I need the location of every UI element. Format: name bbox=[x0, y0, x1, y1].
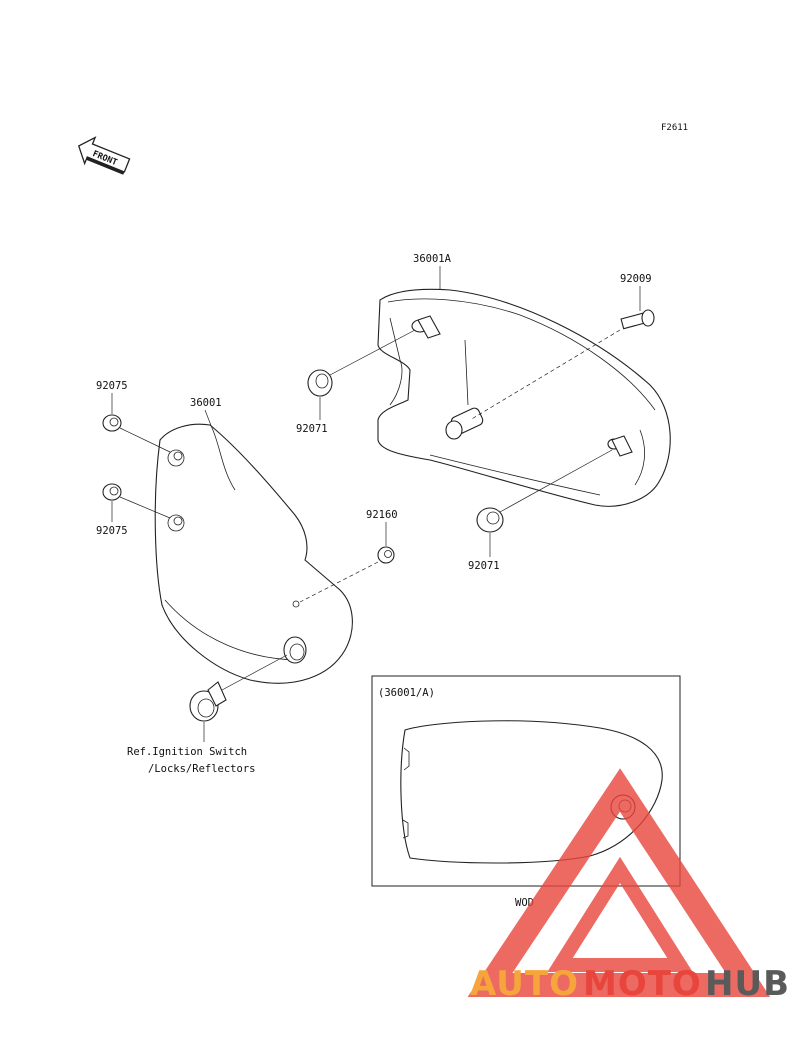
figure-code: F2611 bbox=[661, 123, 688, 133]
label-36001a: 36001A bbox=[413, 253, 452, 265]
front-arrow-icon: FRONT bbox=[77, 136, 131, 175]
grommet-92075-upper bbox=[102, 414, 122, 432]
grommet-92075-lower bbox=[102, 483, 122, 501]
inset-box bbox=[371, 675, 681, 887]
side-cover-right bbox=[377, 288, 671, 507]
label-36001: 36001 bbox=[190, 397, 222, 409]
reference-note-line2: /Locks/Reflectors bbox=[148, 763, 255, 775]
cover-left-hole-upper bbox=[167, 449, 185, 467]
cover-left-lock-hole bbox=[283, 636, 307, 664]
watermark-part2: MOTO bbox=[583, 964, 702, 1004]
damper-92160 bbox=[377, 546, 395, 564]
label-92071-bottom: 92071 bbox=[468, 560, 500, 572]
watermark-text: AUTO MOTO HUB bbox=[470, 964, 790, 1004]
inset-title: (36001/A) bbox=[378, 687, 435, 699]
label-92160: 92160 bbox=[366, 509, 398, 521]
label-92009: 92009 bbox=[620, 273, 652, 285]
label-92071-top: 92071 bbox=[296, 423, 328, 435]
grommet-92071-bottom bbox=[476, 507, 504, 533]
bolt-92009 bbox=[620, 309, 655, 330]
label-92075-upper: 92075 bbox=[96, 380, 128, 392]
ignition-lock-icon bbox=[189, 681, 227, 722]
reference-note-line1: Ref.Ignition Switch bbox=[127, 746, 247, 758]
side-cover-left bbox=[154, 423, 353, 684]
cover-left-hole-lower bbox=[167, 514, 185, 532]
watermark-part3: HUB bbox=[705, 964, 790, 1004]
cover-right-boss-upper bbox=[411, 315, 441, 339]
watermark-part1: AUTO bbox=[470, 964, 579, 1004]
label-92075-lower: 92075 bbox=[96, 525, 128, 537]
watermark-logo bbox=[467, 768, 771, 997]
cover-right-boss-lower bbox=[607, 435, 633, 457]
cover-right-boss-center bbox=[445, 407, 484, 440]
grommet-92071-top bbox=[307, 369, 333, 397]
